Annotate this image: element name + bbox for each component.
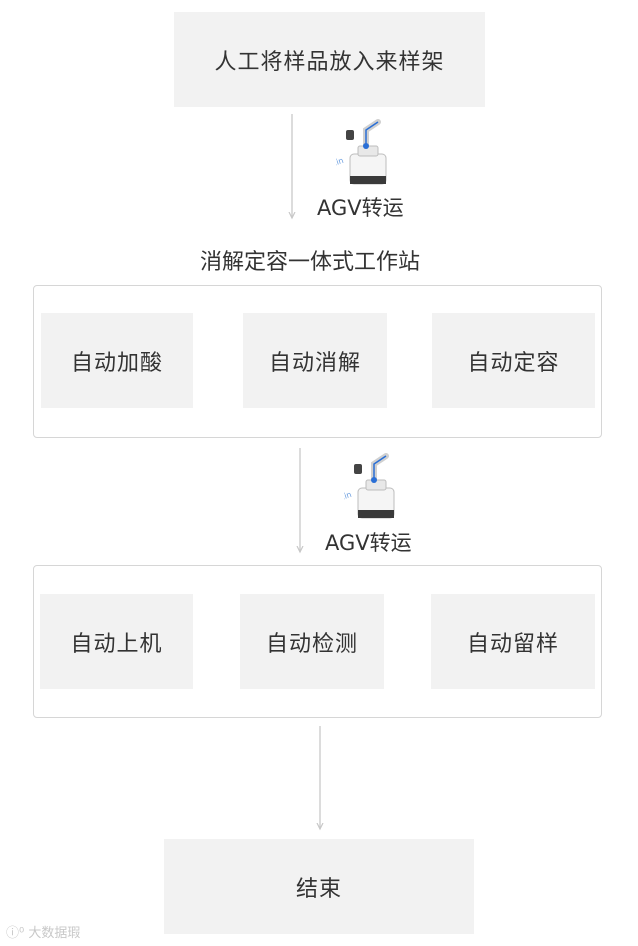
svg-text:xin: xin bbox=[344, 490, 353, 502]
agv-robot-icon: xin bbox=[344, 453, 395, 519]
watermark-text: 大数据瑕 bbox=[28, 926, 81, 941]
end-label: 结束 bbox=[295, 876, 342, 902]
agv-robot-icon: xin bbox=[336, 119, 387, 185]
step-load-label: 自动上机 bbox=[70, 631, 163, 657]
step-add-acid: 自动加酸 bbox=[41, 313, 193, 408]
start-label: 人工将样品放入来样架 bbox=[214, 49, 445, 75]
start-box: 人工将样品放入来样架 bbox=[174, 12, 485, 107]
step-digest: 自动消解 bbox=[243, 313, 387, 408]
svg-text:xin: xin bbox=[336, 156, 345, 168]
step-digest-label: 自动消解 bbox=[268, 350, 361, 376]
step-detect-label: 自动检测 bbox=[265, 631, 358, 657]
step-add-acid-label: 自动加酸 bbox=[70, 350, 163, 376]
end-box: 结束 bbox=[164, 839, 474, 934]
step-retain: 自动留样 bbox=[431, 594, 595, 689]
agv-transfer-label-2: AGV转运 bbox=[325, 531, 412, 555]
agv-transfer-label-1: AGV转运 bbox=[317, 196, 404, 220]
step-load: 自动上机 bbox=[40, 594, 193, 689]
watermark-logo-icon: ⓘ⁰ bbox=[6, 926, 29, 941]
step-volume: 自动定容 bbox=[432, 313, 595, 408]
station1-title: 消解定容一体式工作站 bbox=[200, 250, 421, 275]
step-retain-label: 自动留样 bbox=[466, 631, 559, 657]
step-detect: 自动检测 bbox=[240, 594, 384, 689]
watermark: ⓘ⁰ 大数据瑕 bbox=[6, 922, 80, 941]
step-volume-label: 自动定容 bbox=[467, 350, 560, 376]
